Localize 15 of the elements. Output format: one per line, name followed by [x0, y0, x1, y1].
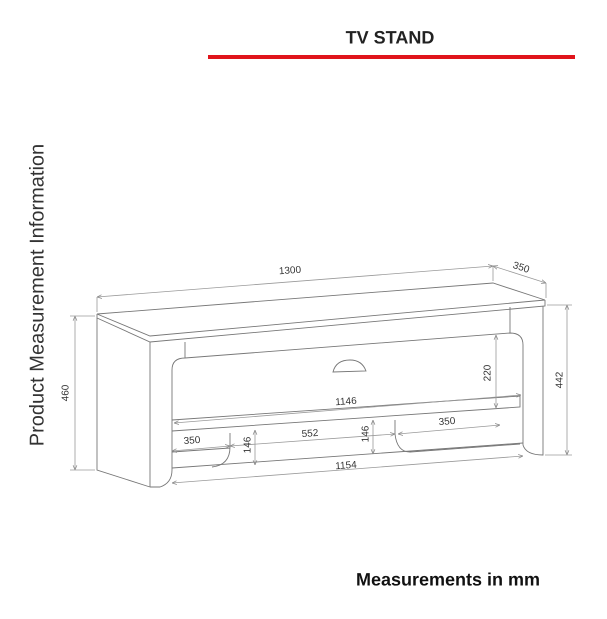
dimension-value: 1146 [334, 396, 358, 408]
dimension-value: 460 [60, 384, 72, 402]
dimension-value: 1154 [334, 460, 358, 472]
title: TV STAND [346, 28, 434, 48]
dimension-value: 552 [301, 428, 319, 440]
dimension-value: 350 [183, 434, 201, 448]
side-heading: Product Measurement Information [26, 144, 50, 446]
dimension-value: 220 [482, 364, 494, 382]
note: Measurements in mm [356, 570, 540, 590]
dimension-value: 146 [242, 436, 254, 454]
dimension-value: 1300 [278, 264, 302, 278]
dimension-value: 146 [360, 426, 372, 442]
dimension-value: 350 [511, 260, 531, 276]
dimension-value: 350 [438, 416, 456, 428]
dimension-value: 442 [554, 372, 566, 388]
